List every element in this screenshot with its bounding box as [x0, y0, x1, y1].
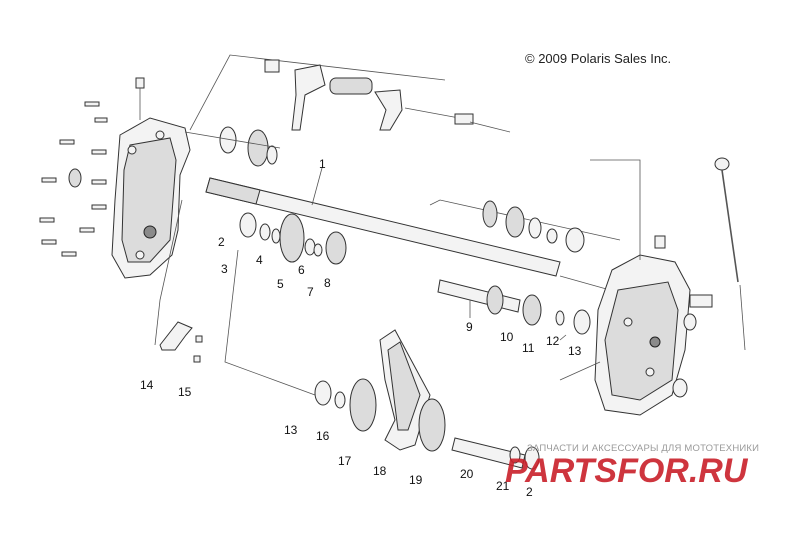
- shift-fork-assembly: [189, 54, 511, 133]
- right-housing: [559, 235, 713, 416]
- callout-11: 11: [522, 341, 535, 355]
- callout-17: 17: [338, 454, 352, 468]
- bolt-set-left: [39, 101, 108, 257]
- callout-4: 4: [256, 253, 263, 267]
- watermark-tagline: ЗАПЧАСТИ И АКСЕССУАРЫ ДЛЯ МОТОТЕХНИКИ: [527, 443, 760, 454]
- callout-5: 5: [277, 277, 284, 291]
- callout-20: 20: [460, 467, 474, 481]
- callout-15: 15: [178, 385, 192, 399]
- guide-lines: [154, 159, 641, 396]
- watermark-brand: PARTSFOR.RU: [505, 452, 748, 490]
- callout-19: 19: [409, 473, 423, 487]
- upper-gear-cluster: [184, 126, 281, 167]
- callout-7: 7: [307, 285, 314, 299]
- left-housing: [111, 77, 191, 279]
- dipstick: [714, 157, 746, 351]
- left-gear-train: [239, 212, 347, 265]
- callout-13: 13: [568, 344, 582, 358]
- callout-13-lower: 13: [284, 423, 298, 437]
- main-shaft: [205, 167, 561, 277]
- callout-1: 1: [319, 157, 326, 171]
- copyright-notice: © 2009 Polaris Sales Inc.: [525, 51, 672, 66]
- bracket-and-screw: [159, 321, 203, 363]
- callout-18: 18: [373, 464, 387, 478]
- callout-16: 16: [316, 429, 330, 443]
- counter-shaft: [437, 275, 611, 335]
- callout-8: 8: [324, 276, 331, 290]
- right-gear-group: [429, 199, 621, 253]
- callout-3: 3: [221, 262, 228, 276]
- callout-9: 9: [466, 320, 473, 334]
- callout-6: 6: [298, 263, 305, 277]
- callout-14: 14: [140, 378, 154, 392]
- callout-12: 12: [546, 334, 560, 348]
- callout-2: 2: [218, 235, 225, 249]
- callout-2-lower: 2: [526, 485, 533, 499]
- callout-21: 21: [496, 479, 510, 493]
- callout-10: 10: [500, 330, 514, 344]
- output-train: [314, 329, 540, 470]
